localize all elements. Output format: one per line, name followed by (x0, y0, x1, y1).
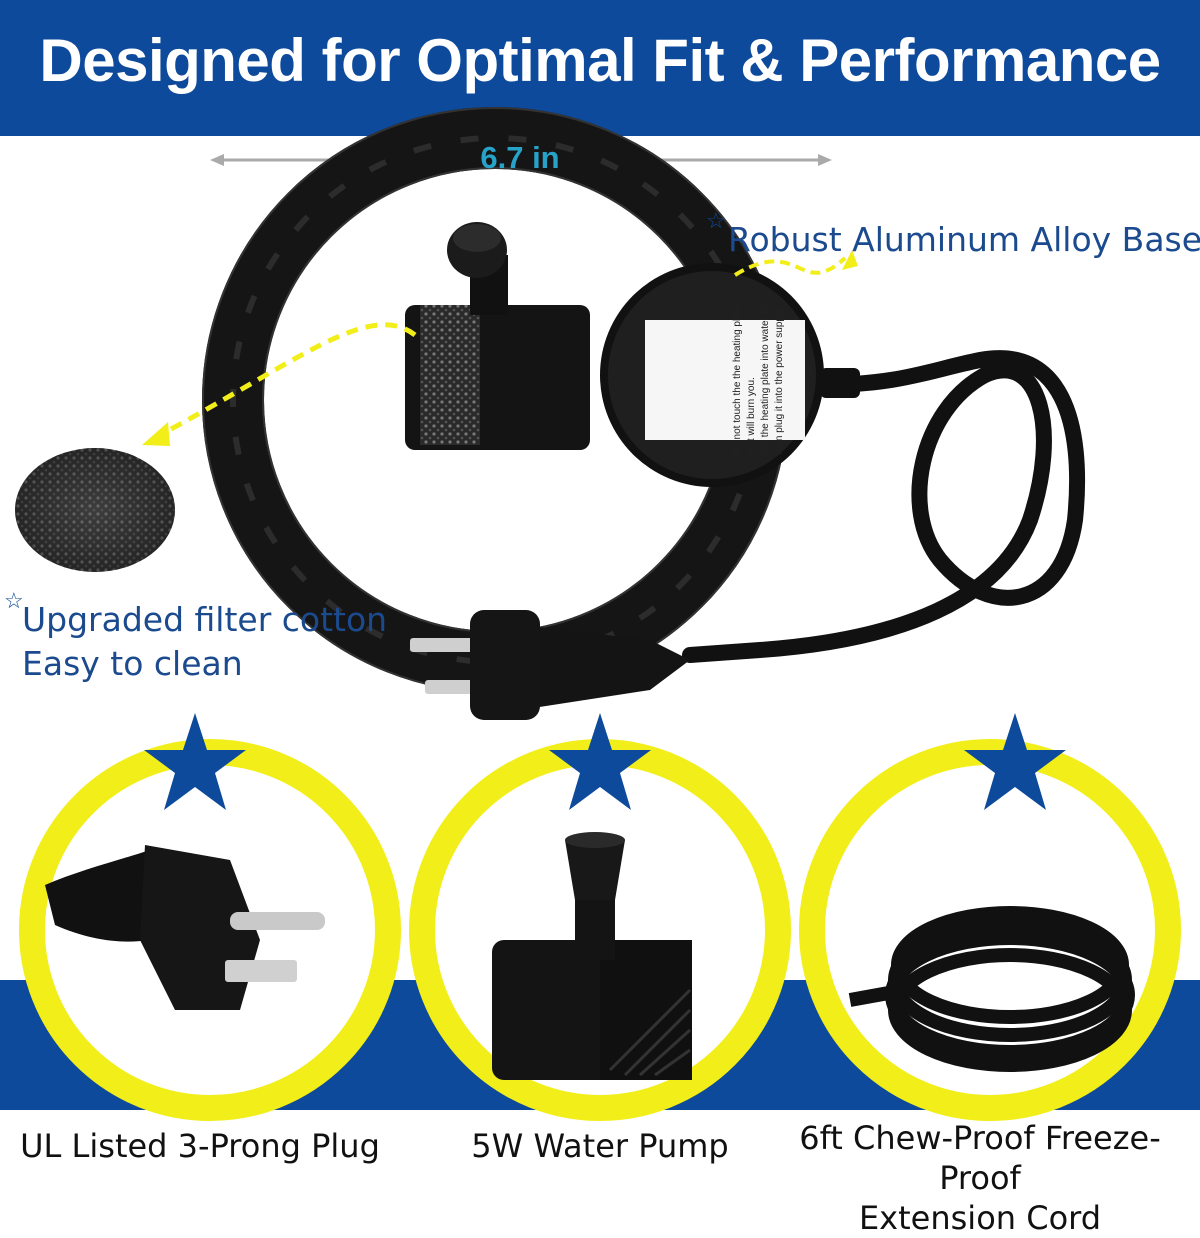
page-title: Designed for Optimal Fit & Performance (39, 27, 1161, 94)
feature-caption-cord-line1: 6ft Chew-Proof Freeze-Proof (799, 1119, 1161, 1197)
pump-closeup (492, 832, 692, 1080)
feature-caption-cord-line2: Extension Cord (858, 1199, 1102, 1237)
star-icon (964, 713, 1066, 810)
sticker-text-line2: or it will burn you. (746, 377, 757, 455)
base-pointer-arrow (733, 256, 847, 277)
product-scene: Do not touch the the heating plate,or it… (15, 107, 1181, 1121)
center-plug (410, 610, 690, 720)
dimension-label: 6.7 in (480, 140, 560, 175)
sticker-text-line4: then plug it into the power supply. (774, 307, 785, 455)
header-banner: Designed for Optimal Fit & Performance (0, 0, 1200, 136)
star-icon: ☆ (706, 208, 726, 233)
warning-sticker: Do not touch the the heating plate,or it… (732, 295, 785, 455)
feature-caption-cord: 6ft Chew-Proof Freeze-Proof Extension Co… (760, 1118, 1200, 1238)
sticker-text-line1: Do not touch the the heating plate, (732, 302, 743, 455)
filter-pointer-arrow (158, 322, 417, 438)
control-puck (600, 263, 860, 487)
feature-stars (144, 713, 1066, 810)
sticker-text-line3: Put the heating plate into water first, (760, 295, 771, 455)
filter-sponge (15, 448, 175, 572)
cord-closeup (848, 906, 1135, 1072)
star-icon: ☆ (4, 588, 24, 613)
cord-coil (682, 350, 1086, 663)
feature-caption-plug: UL Listed 3-Prong Plug (20, 1127, 380, 1165)
filter-callout: Upgraded filter cotton Easy to clean (22, 598, 387, 686)
filter-callout-line1: Upgraded filter cotton (22, 600, 388, 639)
base-callout: Robust Aluminum Alloy Base (728, 220, 1200, 259)
filter-callout-line2: Easy to clean (22, 644, 243, 683)
star-icon (549, 713, 651, 810)
center-pump (405, 222, 590, 450)
feature-caption-pump: 5W Water Pump (471, 1127, 729, 1165)
plug-closeup (45, 845, 325, 1010)
star-icon (144, 713, 246, 810)
